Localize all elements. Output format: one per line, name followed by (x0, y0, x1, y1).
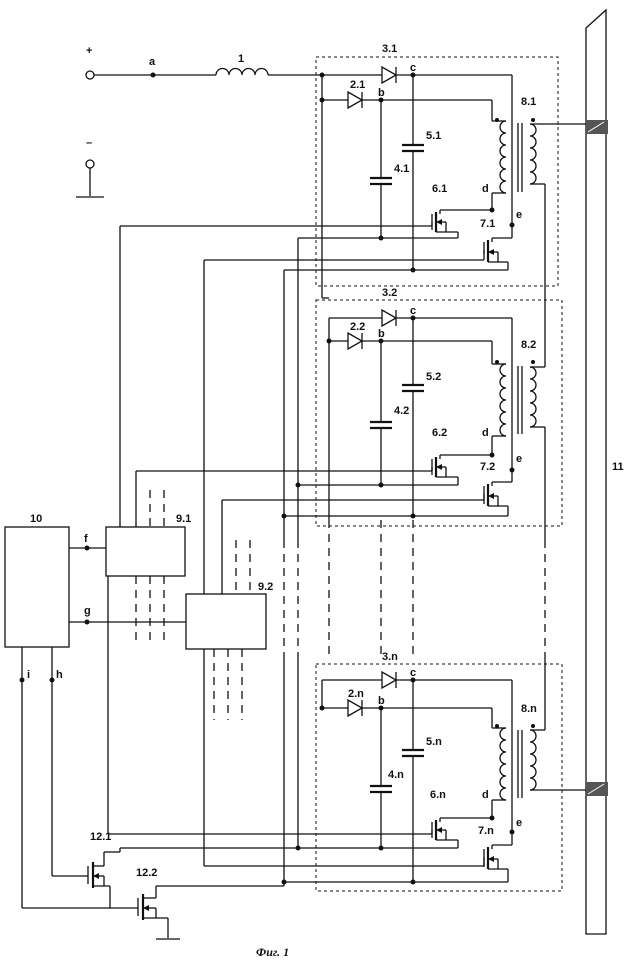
svg-text:c: c (410, 305, 416, 317)
driver-9-1: 9.1 (106, 226, 191, 834)
controller-10: 10 f g i h (5, 513, 186, 908)
inductor-label: 1 (238, 53, 244, 65)
svg-text:12.2: 12.2 (136, 867, 157, 879)
svg-text:d: d (482, 427, 489, 439)
svg-text:4.2: 4.2 (394, 405, 409, 417)
svg-text:9.1: 9.1 (176, 513, 191, 525)
svg-text:d: d (482, 789, 489, 801)
svg-text:4.n: 4.n (388, 769, 404, 781)
switch-12-2: 12.2 (22, 867, 284, 939)
load-11: 11 (586, 10, 624, 934)
svg-text:e: e (516, 817, 522, 829)
svg-text:6.1: 6.1 (432, 183, 447, 195)
svg-text:c: c (410, 62, 416, 74)
svg-text:8.1: 8.1 (521, 96, 536, 108)
svg-text:2.n: 2.n (348, 688, 364, 700)
svg-text:5.1: 5.1 (426, 130, 441, 142)
svg-text:6.n: 6.n (430, 789, 446, 801)
svg-text:5.n: 5.n (426, 736, 442, 748)
svg-text:8.n: 8.n (521, 703, 537, 715)
svg-text:7.1: 7.1 (480, 218, 495, 230)
svg-text:c: c (410, 667, 416, 679)
input-section: + – a 1 (76, 45, 322, 197)
plus-terminal-label: + (86, 45, 92, 57)
svg-text:3.n: 3.n (382, 651, 398, 663)
svg-text:5.2: 5.2 (426, 371, 441, 383)
inductor-1 (216, 69, 268, 76)
minus-terminal-label: – (86, 137, 92, 149)
svg-text:e: e (516, 453, 522, 465)
svg-text:6.2: 6.2 (432, 427, 447, 439)
svg-text:b: b (378, 328, 385, 340)
svg-text:4.1: 4.1 (394, 163, 409, 175)
svg-text:f: f (84, 533, 88, 545)
module-1: 3.1 c 2.1 b 5.1 4.1 (120, 43, 586, 298)
svg-text:12.1: 12.1 (90, 831, 111, 843)
svg-text:e: e (516, 209, 522, 221)
load-label: 11 (612, 461, 624, 473)
svg-text:7.n: 7.n (478, 825, 494, 837)
plus-terminal (86, 71, 94, 79)
svg-text:3.1: 3.1 (382, 43, 397, 55)
svg-text:h: h (56, 669, 63, 681)
svg-text:b: b (378, 695, 385, 707)
driver-9-2: 9.2 (186, 260, 273, 866)
svg-text:2.1: 2.1 (350, 79, 365, 91)
svg-text:2.2: 2.2 (350, 321, 365, 333)
module-2: 3.2 c 2.2 b 5.2 4.2 8.2 d e (136, 287, 562, 526)
controller-label: 10 (30, 513, 42, 525)
svg-text:9.2: 9.2 (258, 581, 273, 593)
svg-text:8.2: 8.2 (521, 339, 536, 351)
svg-text:3.2: 3.2 (382, 287, 397, 299)
minus-terminal (86, 160, 94, 168)
figure-caption: Фиг. 1 (256, 945, 289, 959)
svg-text:b: b (378, 87, 385, 99)
svg-text:7.2: 7.2 (480, 461, 495, 473)
svg-text:i: i (27, 669, 30, 681)
switch-12-1: 12.1 (52, 831, 298, 908)
svg-text:g: g (84, 605, 91, 617)
module-n: 3.n c 2.n b 5.n 4.n 8.n d e (108, 651, 586, 891)
svg-text:d: d (482, 183, 489, 195)
node-a-label: a (149, 56, 156, 68)
